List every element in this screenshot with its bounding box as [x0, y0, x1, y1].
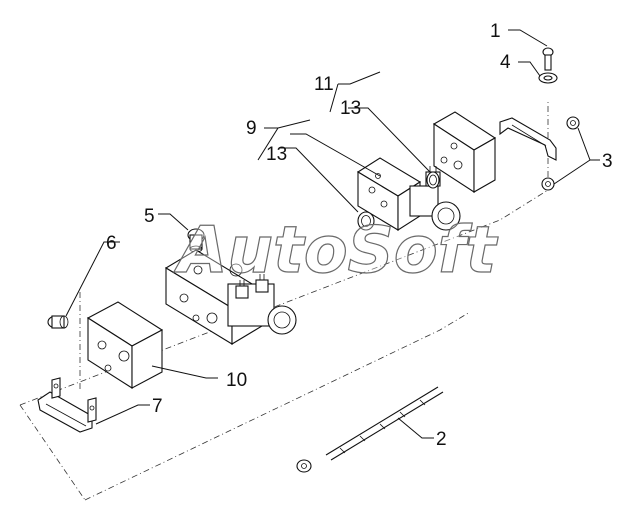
nut-part-3-upper	[566, 116, 580, 130]
plug-part-6	[47, 315, 69, 329]
bolt-part-1	[542, 47, 554, 71]
plate-block-part-10	[86, 301, 164, 390]
callout-1: 1	[490, 21, 501, 42]
callout-labels: 1 4 3 11 13 9 13 5 6 10 7 2	[106, 21, 613, 450]
o-ring-part-13-upper	[426, 171, 440, 189]
callout-10: 10	[226, 370, 247, 391]
callout-5: 5	[144, 206, 155, 227]
callout-13-upper: 13	[340, 98, 361, 119]
washer-part-4	[538, 72, 558, 84]
bracket-upper	[499, 117, 557, 161]
valve-block-main	[164, 249, 297, 345]
valve-block-part-9	[356, 157, 461, 232]
callout-3: 3	[602, 151, 613, 172]
bracket-part-7	[37, 377, 97, 433]
callout-13-lower: 13	[266, 144, 287, 165]
cover-block-part-11	[432, 111, 497, 194]
callout-4: 4	[500, 52, 511, 73]
callout-11: 11	[314, 74, 334, 95]
o-ring-part-13-lower	[357, 211, 375, 231]
callout-6: 6	[106, 233, 117, 254]
nut-part-3-lower	[541, 177, 555, 191]
stud-part-2	[325, 386, 444, 461]
callout-7: 7	[152, 396, 163, 417]
callout-2: 2	[436, 429, 447, 450]
leader-lines	[65, 29, 600, 439]
watermark-text: AutoSoft	[173, 214, 499, 288]
nut-part-2	[296, 459, 312, 473]
callout-9: 9	[246, 118, 257, 139]
fitting-part-5	[187, 228, 205, 253]
